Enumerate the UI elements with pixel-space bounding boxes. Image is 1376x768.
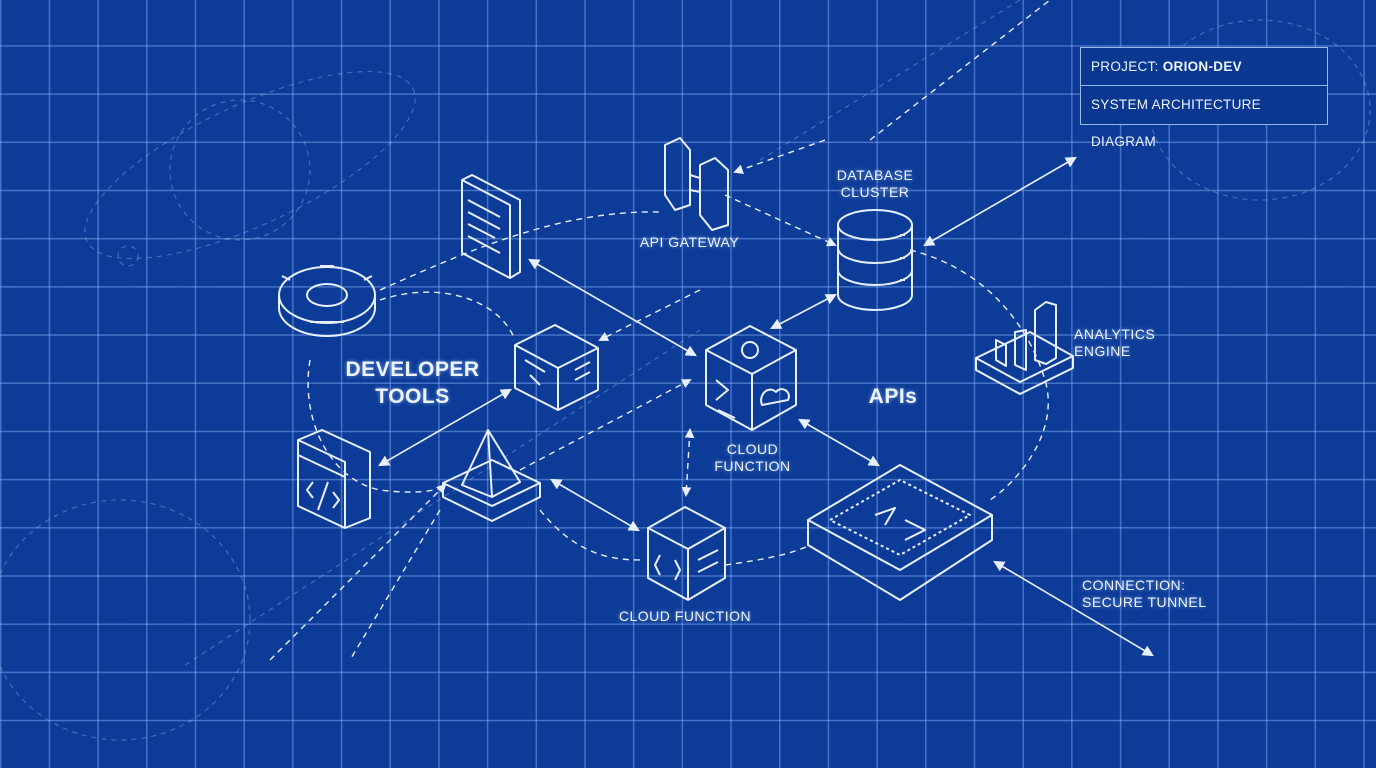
connection-line1: CONNECTION: xyxy=(1082,577,1186,593)
developer-tools-line2: TOOLS xyxy=(375,385,450,408)
developer-tools-line1: DEVELOPER xyxy=(345,358,480,381)
gear-icon xyxy=(278,265,376,337)
api-gateway-icon xyxy=(664,137,729,231)
cloud-function-line1: CLOUD xyxy=(726,441,779,457)
code-window-icon xyxy=(297,429,371,529)
project-label: PROJECT: xyxy=(1091,59,1159,74)
analytics-line1: ANALYTICS xyxy=(1074,326,1156,342)
title-block: PROJECT: ORION-DEV SYSTEM ARCHITECTURE D… xyxy=(1080,47,1328,149)
analytics-chart-icon xyxy=(975,301,1074,395)
apis-label: APIs xyxy=(868,385,918,408)
api-gateway-label: API GATEWAY xyxy=(639,234,740,250)
secure-tunnel-label: CONNECTION:SECURE TUNNEL xyxy=(1082,577,1212,611)
solid-arrows xyxy=(378,156,1154,657)
dev-tools-box-icon xyxy=(514,324,599,411)
cloud-function-bottom-cube-icon xyxy=(647,506,726,601)
analytics-line2: ENGINE xyxy=(1074,343,1131,359)
secure-tunnel-icon xyxy=(807,464,993,601)
developer-tools-label: DEVELOPER TOOLS xyxy=(335,356,490,410)
cloud-function-bottom-label: CLOUD FUNCTION xyxy=(618,608,752,624)
cloud-function-cube-icon xyxy=(705,325,797,431)
dashed-connections xyxy=(269,0,1051,661)
diagram-title: SYSTEM ARCHITECTURE DIAGRAM xyxy=(1081,85,1327,149)
document-icon xyxy=(461,174,521,279)
project-row: PROJECT: ORION-DEV xyxy=(1081,48,1327,85)
connection-line2: SECURE TUNNEL xyxy=(1082,594,1207,610)
cloud-function-line2: FUNCTION xyxy=(714,458,791,474)
database-label-line2: CLUSTER xyxy=(840,184,910,200)
database-cluster-icon xyxy=(837,209,913,311)
database-label-line1: DATABASE xyxy=(836,167,914,183)
background-ornaments xyxy=(0,0,1371,741)
pyramid-icon xyxy=(442,429,541,522)
project-name: ORION-DEV xyxy=(1162,59,1242,74)
